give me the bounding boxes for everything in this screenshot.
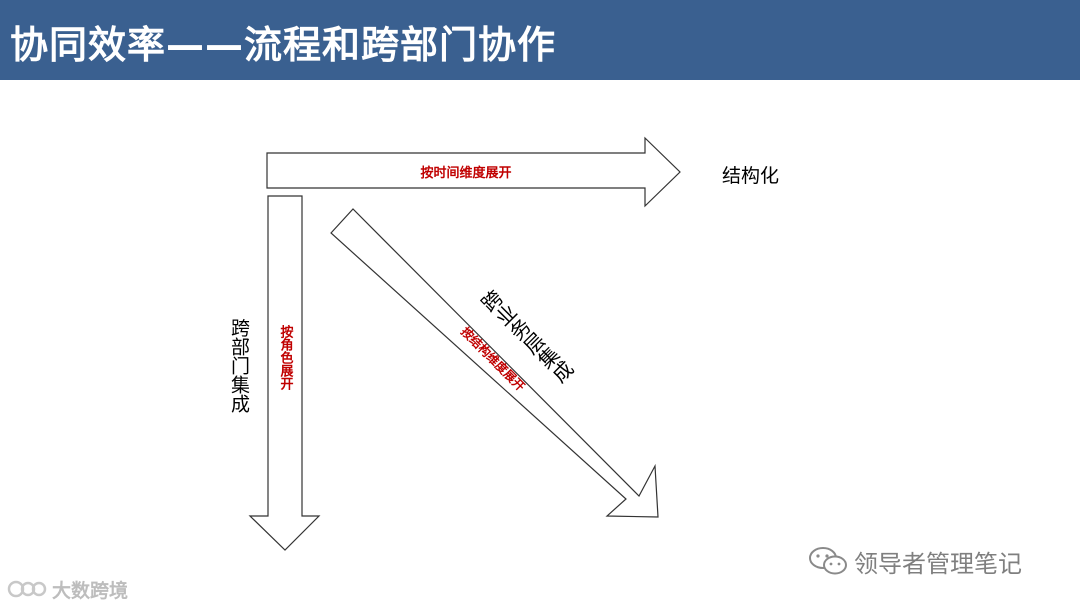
wechat-icon [809,547,847,575]
arrow-right-shape [266,136,681,208]
page-title: 协同效率——流程和跨部门协作 [10,23,557,67]
watermark-right: 领导者管理笔记 [808,543,1022,579]
arrow-down-label: 按角色展开 [278,324,294,391]
label-left: 跨部门集成 [228,318,250,413]
watermark-left: 大数跨境 [6,574,128,604]
arrow-diagonal-shape [330,208,659,518]
arrow-down-shape [248,195,321,551]
arrow-right-label: 按时间维度展开 [420,165,511,181]
watermark-left-text: 大数跨境 [52,579,129,602]
logo-icon [7,580,47,598]
title-bar: 协同效率——流程和跨部门协作 [0,0,1080,80]
label-right: 结构化 [722,165,779,187]
watermark-right-text: 领导者管理笔记 [854,549,1022,578]
